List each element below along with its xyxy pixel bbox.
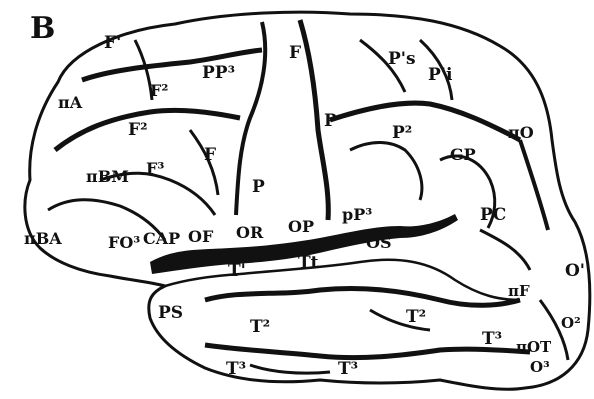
label-P1s: P's <box>388 49 416 69</box>
label-PS: PS <box>158 303 183 323</box>
label-P-a: P <box>324 111 337 131</box>
label-Tt: Tt <box>298 253 319 273</box>
label-F2-upper: F² <box>150 81 168 100</box>
fold-7 <box>418 38 454 101</box>
label-T2-a: T² <box>250 317 270 337</box>
fold-11 <box>249 363 331 375</box>
label-O1: O' <box>565 261 585 281</box>
fold-6 <box>359 38 407 93</box>
label-T3-c: T³ <box>482 329 502 349</box>
label-F3: F³ <box>146 159 164 178</box>
precentral-sulcus <box>234 21 268 216</box>
label-pP3: pP³ <box>342 205 372 224</box>
label-F-mid: F <box>204 145 216 165</box>
fold-4 <box>439 154 497 229</box>
inferior-frontal-sulcus <box>53 107 241 152</box>
cerebrum-outline <box>23 10 592 391</box>
label-O3: O³ <box>530 358 550 376</box>
label-P1i: P'i <box>428 65 453 85</box>
label-FO3: FO³ <box>108 233 140 252</box>
label-piOT: πOT <box>516 338 552 356</box>
label-OP: OP <box>288 217 314 236</box>
fold-3 <box>349 141 424 201</box>
panel-letter: B <box>30 11 55 46</box>
fold-12 <box>538 299 570 361</box>
label-O2: O² <box>561 314 581 332</box>
label-piA: πA <box>58 93 83 112</box>
fold-5 <box>479 228 532 271</box>
temporal-lobe-outline <box>164 258 521 302</box>
label-PC: PC <box>480 205 506 225</box>
label-OR: OR <box>236 223 264 242</box>
fold-9 <box>188 129 220 196</box>
fold-8 <box>133 39 154 101</box>
sylvian-fissure <box>150 214 458 274</box>
label-OS: OS <box>366 233 392 252</box>
label-T3-a: T³ <box>226 359 246 379</box>
label-piF: πF <box>508 282 530 300</box>
fold-2 <box>47 198 167 241</box>
label-piO: πO <box>508 123 534 142</box>
label-T2-b: T² <box>406 307 426 327</box>
fold-1 <box>99 171 217 216</box>
label-OF: OF <box>188 227 214 246</box>
label-F1: F' <box>104 33 121 53</box>
label-piBA: πBA <box>24 229 62 248</box>
superior-frontal-sulcus <box>81 47 263 83</box>
central-sulcus <box>297 19 331 221</box>
label-piBM: πBM <box>86 167 129 186</box>
parieto-occipital-sulcus <box>518 139 550 231</box>
label-F-top: F <box>289 43 301 63</box>
label-P-b: P <box>252 177 265 197</box>
label-T3-b: T³ <box>338 359 358 379</box>
label-P2: P² <box>392 123 412 143</box>
label-PP3: PP³ <box>202 63 235 83</box>
superior-temporal-sulcus <box>204 285 521 308</box>
label-F2-mid: F² <box>128 120 148 140</box>
fold-10 <box>369 308 431 332</box>
inferior-temporal-sulcus <box>204 342 531 361</box>
label-T1: T' <box>228 261 246 281</box>
intraparietal-sulcus <box>329 100 522 143</box>
label-CAP: CAP <box>143 229 180 248</box>
label-GP: GP <box>450 145 476 164</box>
